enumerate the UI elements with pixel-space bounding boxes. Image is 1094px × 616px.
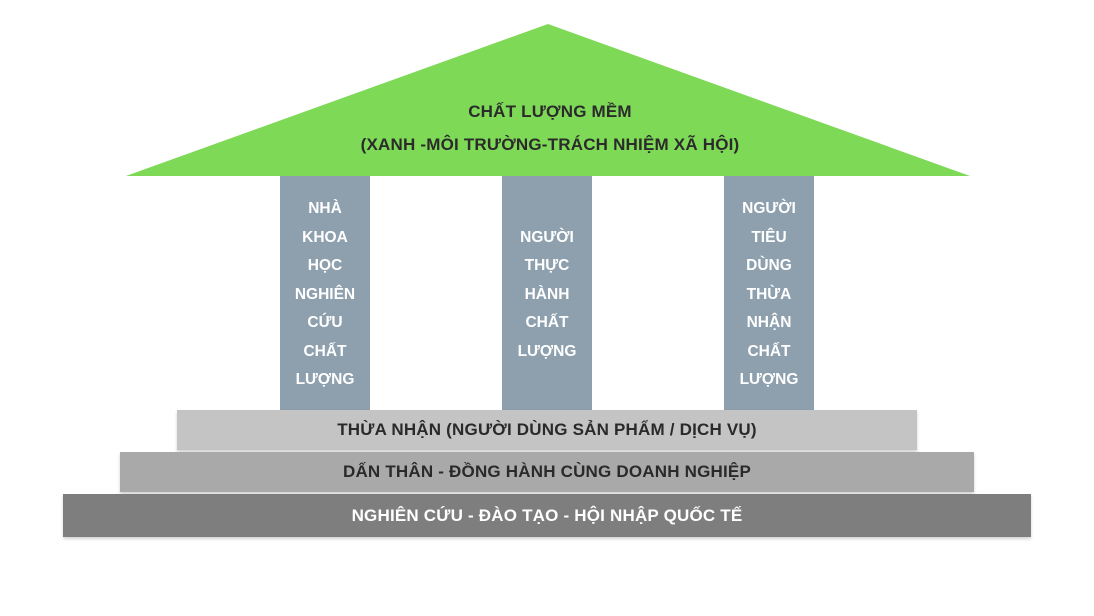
pillar-word: NGƯỜI [742,200,796,218]
roof-triangle [126,24,970,176]
pillar-word: NGHIÊN [294,285,356,303]
pillar-word: CHẤT [525,314,569,332]
pillar-scientists: NHÀ KHOA HỌC NGHIÊN CỨU CHẤT LƯỢNG [280,176,370,410]
pillar-word: HÀNH [524,285,570,303]
pillar-word: LƯỢNG [295,371,355,389]
pillar-word: DÙNG [746,257,792,275]
pillar-word: NHÀ [308,200,342,218]
pillar-word: HỌC [307,257,343,275]
pillar-practitioners: NGƯỜI THỰC HÀNH CHẤT LƯỢNG [502,176,592,410]
pillar-word: LƯỢNG [739,371,799,389]
pillar-word: CHẤT [747,342,791,360]
pillar-word: KHOA [302,228,348,246]
pillar-word: LƯỢNG [517,342,577,360]
pillar-word: NGƯỜI [520,228,574,246]
pillar-word: NHẬN [746,314,792,332]
roof-subtitle: (XANH -MÔI TRƯỜNG-TRÁCH NHIỆM XÃ HỘI) [360,135,740,154]
pillar-word: THỪA [746,285,792,303]
step-recognition: THỪA NHẬN (NGƯỜI DÙNG SẢN PHẨM / DỊCH VỤ… [177,410,917,450]
pillar-word: THỰC [524,257,570,275]
pillar-word: CHẤT [303,342,347,360]
step-foundation: NGHIÊN CỨU - ĐÀO TẠO - HỘI NHẬP QUỐC TẾ [63,494,1031,537]
pillar-consumers: NGƯỜI TIÊU DÙNG THỪA NHẬN CHẤT LƯỢNG [724,176,814,410]
step-engagement: DẤN THÂN - ĐỒNG HÀNH CÙNG DOANH NGHIỆP [120,452,974,492]
pillar-word: CỨU [307,314,343,332]
roof-title: CHẤT LƯỢNG MỀM [468,102,632,121]
pillar-word: TIÊU [751,228,787,246]
